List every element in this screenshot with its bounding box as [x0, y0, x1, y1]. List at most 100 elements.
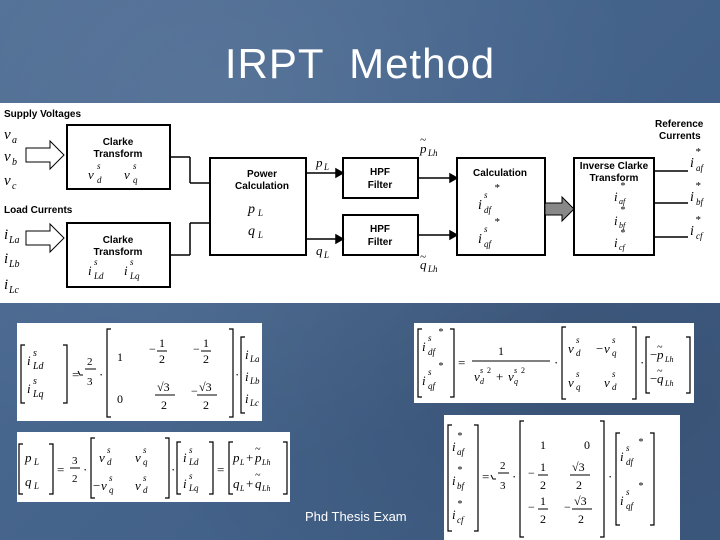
svg-text:1: 1	[540, 438, 546, 452]
svg-text:*: *	[638, 437, 643, 448]
svg-text:Lh: Lh	[261, 458, 270, 467]
svg-text:2: 2	[203, 352, 209, 366]
reference-output-lines	[654, 170, 688, 238]
slide-page-number: 22	[662, 509, 677, 524]
svg-text:s: s	[97, 161, 101, 171]
svg-text:cf: cf	[457, 515, 465, 525]
svg-text:df: df	[626, 457, 635, 467]
svg-text:cf: cf	[696, 231, 704, 241]
svg-text:s: s	[143, 473, 147, 483]
power-label-2: Calculation	[235, 181, 289, 192]
svg-text:q: q	[233, 476, 240, 491]
svg-text:d: d	[97, 175, 102, 185]
svg-text:s: s	[626, 443, 630, 453]
inverse-clarke-block	[573, 157, 655, 256]
slide-footer: Phd Thesis Exam	[305, 509, 407, 524]
clarke-label-1: Clarke	[103, 137, 134, 148]
svg-text:La: La	[8, 235, 20, 246]
svg-text:i: i	[478, 232, 482, 247]
hpf-label-1: HPF	[370, 167, 390, 178]
svg-text:s: s	[484, 190, 488, 200]
svg-text:i: i	[614, 189, 618, 204]
svg-text:=: =	[217, 462, 224, 477]
svg-text:i: i	[88, 263, 92, 278]
svg-text:qf: qf	[428, 381, 437, 391]
svg-text:v: v	[568, 341, 574, 356]
svg-text:i: i	[422, 339, 426, 354]
svg-text:3: 3	[500, 480, 506, 492]
svg-text:−: −	[149, 342, 156, 356]
svg-text:2: 2	[203, 398, 209, 412]
svg-text:s: s	[109, 473, 113, 483]
svg-text:p: p	[656, 347, 664, 362]
svg-text:s: s	[484, 224, 488, 234]
svg-text:2: 2	[161, 398, 167, 412]
svg-text:2: 2	[540, 478, 546, 492]
svg-text:2: 2	[87, 356, 93, 368]
svg-text:L: L	[239, 484, 245, 493]
svg-text:Lq: Lq	[188, 483, 199, 493]
svg-text:s: s	[576, 369, 580, 379]
svg-text:i: i	[690, 190, 694, 205]
svg-text:q: q	[316, 243, 323, 258]
svg-text:Lb: Lb	[8, 259, 20, 270]
svg-text:0: 0	[117, 392, 123, 406]
svg-text:−: −	[528, 466, 535, 480]
svg-text:q: q	[109, 485, 114, 495]
svg-text:*: *	[620, 205, 625, 216]
svg-text:v: v	[124, 167, 130, 182]
svg-text:−: −	[650, 371, 657, 386]
svg-text:2: 2	[500, 460, 506, 472]
svg-text:q: q	[255, 476, 262, 491]
svg-text:3: 3	[87, 376, 93, 388]
svg-text:s: s	[33, 376, 37, 387]
svg-text:Lh: Lh	[261, 484, 270, 493]
svg-text:q: q	[657, 371, 664, 386]
slide-title: IRPT Method	[224, 40, 496, 87]
clarke-to-power-lines	[170, 156, 210, 256]
svg-text:s: s	[130, 257, 134, 267]
svg-text:~: ~	[420, 134, 426, 146]
svg-text:1: 1	[117, 350, 123, 364]
input-arrows	[25, 139, 65, 254]
power-to-hpf-arrows	[306, 167, 345, 245]
svg-text:q: q	[248, 224, 255, 239]
svg-text:~: ~	[255, 444, 261, 455]
svg-text:*: *	[438, 327, 443, 338]
clarke-label-4: Transform	[94, 247, 143, 258]
reference-label-2: Currents	[659, 131, 701, 142]
svg-text:q: q	[612, 348, 617, 358]
svg-text:L: L	[257, 208, 263, 218]
svg-text:d: d	[612, 382, 617, 392]
svg-text:i: i	[124, 263, 128, 278]
svg-text:df: df	[428, 347, 437, 357]
svg-text:·: ·	[83, 462, 87, 477]
svg-text:2: 2	[521, 366, 525, 375]
svg-text:3: 3	[72, 455, 78, 467]
hpf-label-3: HPF	[370, 224, 390, 235]
svg-text:qf: qf	[484, 239, 493, 249]
svg-text:i: i	[245, 391, 249, 406]
svg-text:i: i	[452, 473, 456, 488]
svg-text:s: s	[189, 471, 193, 481]
svg-text:p: p	[254, 450, 262, 465]
svg-text:L: L	[323, 162, 329, 172]
svg-text:v: v	[135, 478, 141, 493]
svg-text:Lh: Lh	[427, 264, 438, 274]
svg-text:1: 1	[203, 336, 209, 350]
power-calculation-block	[209, 157, 307, 256]
svg-text:q: q	[143, 457, 148, 467]
svg-text:i: i	[690, 156, 694, 171]
svg-text:s: s	[612, 335, 616, 345]
hpf-label-2: Filter	[368, 180, 393, 191]
svg-text:v: v	[604, 375, 610, 390]
svg-text:p: p	[419, 141, 427, 156]
svg-text:s: s	[480, 366, 483, 375]
